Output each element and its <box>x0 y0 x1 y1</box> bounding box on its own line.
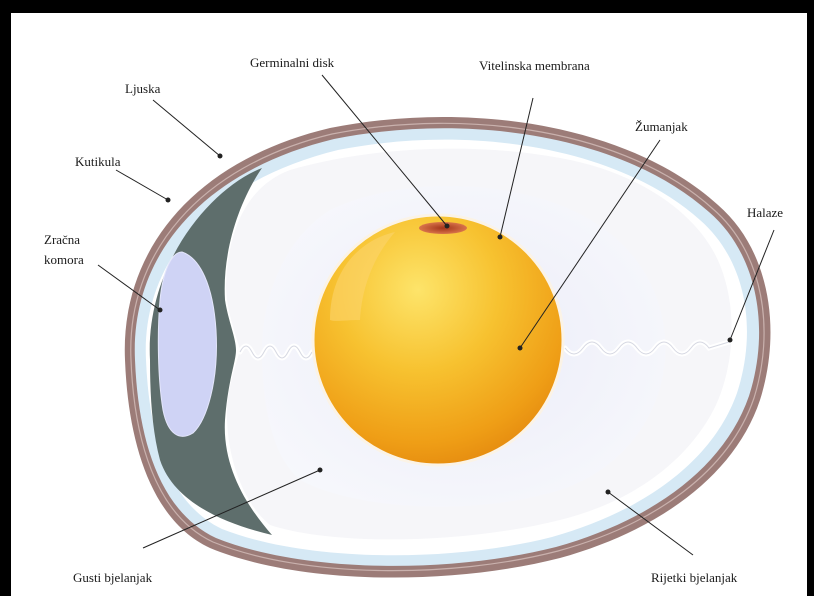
pointer-dot <box>727 337 733 343</box>
label-vitelinska-membrana: Vitelinska membrana <box>479 58 590 73</box>
yolk-highlight <box>330 232 395 321</box>
pointer-germinal-disk <box>321 74 448 227</box>
pointer-dot <box>317 467 323 473</box>
label-kutikula: Kutikula <box>75 154 121 169</box>
pointer-chalazae <box>729 229 775 341</box>
pointer-thick-albumen <box>142 469 321 549</box>
label-rijetki-bjelanjak: Rijetki bjelanjak <box>651 570 738 585</box>
pointer-dot <box>217 153 223 159</box>
label-halaze: Halaze <box>747 205 783 220</box>
pointer-air-cell <box>97 264 161 311</box>
label-germinalni-disk: Germinalni disk <box>250 55 335 70</box>
germinal-disc <box>419 222 467 234</box>
pointer-dot <box>497 234 503 240</box>
label-komora: komora <box>44 252 84 267</box>
pointer-dot <box>444 223 450 229</box>
pointer-yolk <box>519 139 661 349</box>
air-cell <box>157 251 217 437</box>
cuticle-line <box>130 122 765 572</box>
pointer-vitelline-membrane <box>499 97 534 238</box>
pointer-thin-albumen <box>607 491 694 556</box>
chalaza-right-edge <box>564 341 730 355</box>
label-gusti-bjelanjak: Gusti bjelanjak <box>73 570 153 585</box>
label-ljuska: Ljuska <box>125 81 161 96</box>
label-zumanjak: Žumanjak <box>635 119 688 134</box>
pointer-dot <box>165 197 171 203</box>
pointer-dot <box>517 345 523 351</box>
pointer-cuticle <box>115 169 169 201</box>
pointer-dot <box>605 489 611 495</box>
chalaza-left-edge <box>239 345 313 359</box>
pointer-lines <box>97 74 775 556</box>
pointer-dot <box>157 307 163 313</box>
label-zracna: Zračna <box>44 232 80 247</box>
pointer-shell <box>152 99 221 157</box>
